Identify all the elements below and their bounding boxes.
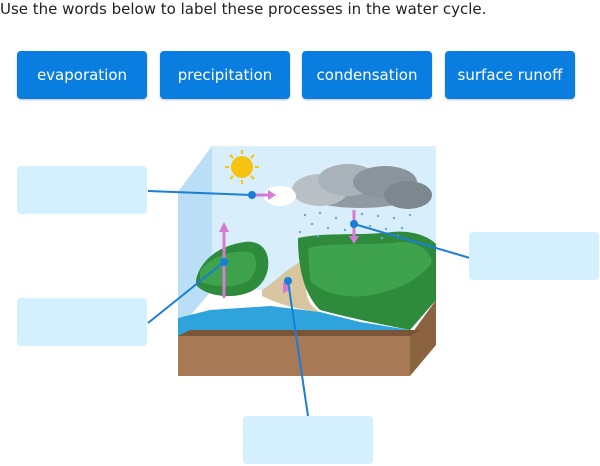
runoff-arrow — [283, 282, 291, 294]
side-panel — [178, 146, 212, 330]
left-forest-highlight — [200, 251, 256, 287]
word-tile-surface-runoff[interactable]: surface runoff — [445, 51, 575, 99]
right-forest-highlight — [308, 242, 432, 297]
cloud-icon — [264, 164, 432, 209]
word-tile-condensation[interactable]: condensation — [302, 51, 432, 99]
leader-lines — [147, 190, 471, 417]
leader-line-4 — [287, 280, 309, 417]
sun-icon — [225, 150, 259, 184]
leader-line-1 — [147, 190, 253, 196]
leader-dots — [220, 191, 358, 285]
soil-front — [178, 336, 410, 376]
drop-target-1[interactable] — [17, 166, 147, 214]
word-tile-evaporation[interactable]: evaporation — [17, 51, 147, 99]
instructions-text: Use the words below to label these proce… — [0, 0, 487, 18]
drop-target-3[interactable] — [17, 298, 147, 346]
soil-top-edge — [178, 330, 420, 336]
soil-side — [410, 300, 436, 376]
shoreline — [262, 262, 320, 312]
drop-target-2[interactable] — [469, 232, 599, 280]
word-tile-precipitation[interactable]: precipitation — [160, 51, 290, 99]
drop-target-4[interactable] — [243, 416, 373, 464]
leader-line-2 — [353, 223, 471, 259]
leader-line-3 — [147, 261, 225, 324]
